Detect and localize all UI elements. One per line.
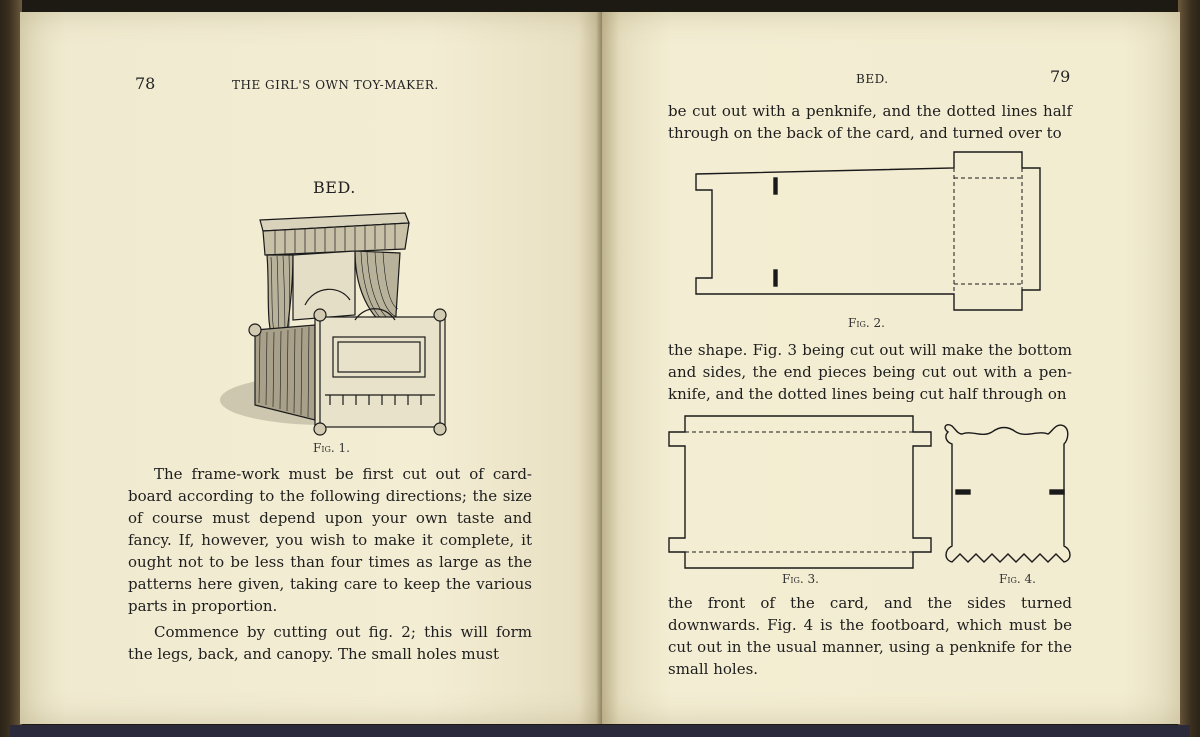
right-page-number: 79 [1050, 67, 1071, 86]
left-body-text: The frame-work must be first cut out of … [128, 463, 532, 665]
fig4-pattern [944, 423, 1071, 563]
book-cover-right [1178, 0, 1200, 737]
bed-illustration [220, 212, 447, 436]
book-cover-left [0, 0, 22, 737]
fig3-caption: Fig. 3. [782, 572, 819, 586]
left-running-head: THE GIRL'S OWN TOY-MAKER. [232, 78, 439, 92]
right-page [602, 12, 1180, 724]
page-edges [10, 725, 1190, 737]
right-paragraph-2: the shape. Fig. 3 being cut out will mak… [668, 341, 1072, 403]
right-running-head: BED. [856, 72, 889, 86]
left-page-number: 78 [135, 74, 156, 93]
section-title: BED. [313, 178, 356, 197]
left-paragraph-1: The frame-work must be first cut out of … [128, 465, 532, 615]
fig1-caption: Fig. 1. [313, 441, 350, 455]
fig2-caption: Fig. 2. [848, 316, 885, 330]
fig4-caption: Fig. 4. [999, 572, 1036, 586]
right-paragraph-3: the front of the card, and the sides tur… [668, 594, 1072, 678]
fig2-pattern [695, 151, 1041, 311]
fig3-pattern [668, 415, 932, 569]
left-paragraph-2: Commence by cutting out fig. 2; this wil… [128, 623, 532, 663]
right-paragraph-1: be cut out with a penknife, and the dott… [668, 102, 1072, 142]
